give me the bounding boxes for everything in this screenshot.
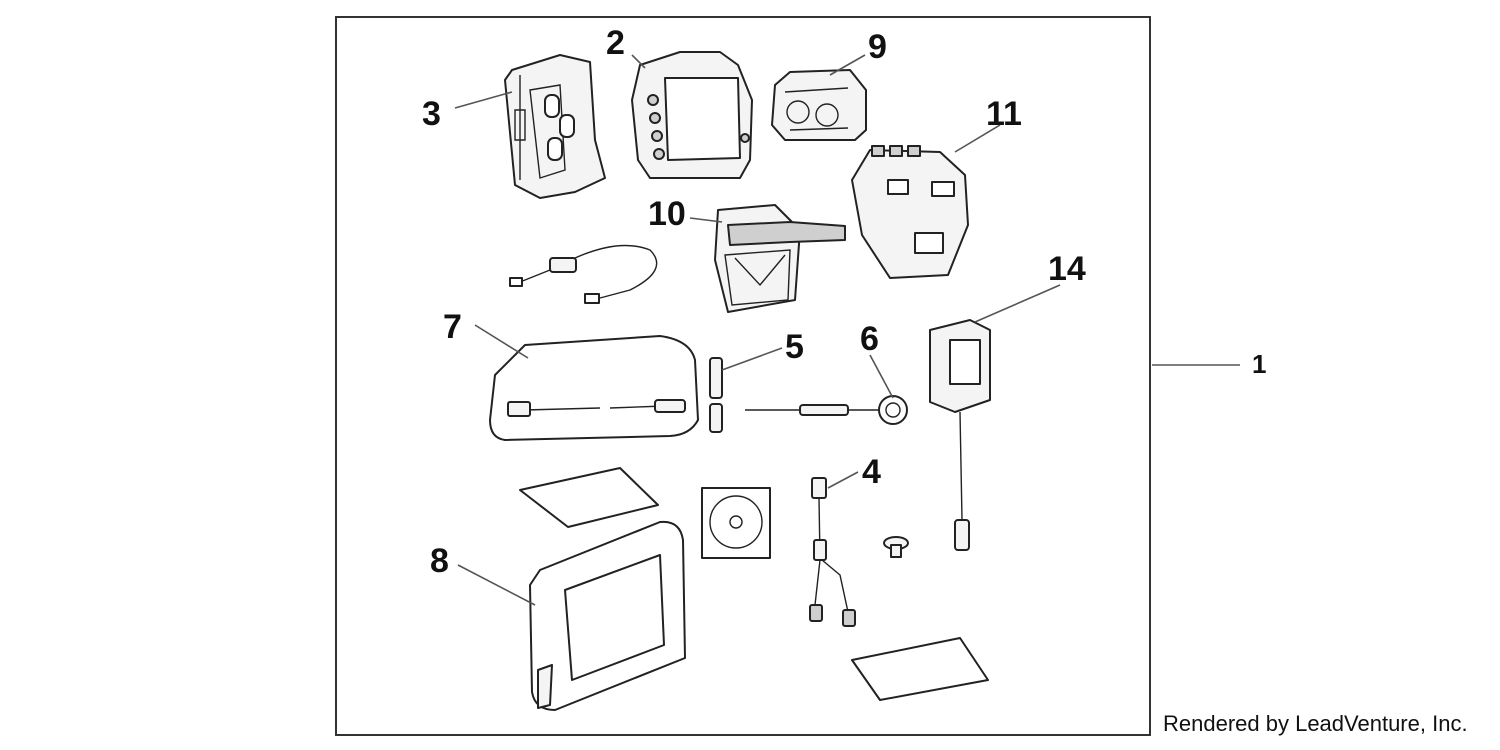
part-11-base-plate[interactable]: [851, 145, 969, 279]
part-9-mount-adapter[interactable]: [771, 69, 867, 141]
callout-1: 1: [1252, 349, 1266, 379]
manual-sheet-bottom: [851, 637, 989, 701]
part-4-wiring-harness[interactable]: [809, 477, 856, 627]
part-6-antenna-cable[interactable]: [745, 395, 908, 425]
leader-11: [954, 124, 1001, 153]
part-5-connector[interactable]: [709, 357, 723, 433]
callout-2: 2: [606, 24, 625, 62]
callout-9: 9: [868, 28, 887, 66]
leader-7: [474, 324, 529, 359]
callout-14: 14: [1048, 250, 1086, 288]
callout-6: 6: [860, 320, 879, 358]
part-3-cradle-mount[interactable]: [504, 54, 606, 199]
leader-3: [454, 91, 513, 109]
leader-9: [829, 54, 866, 76]
render-credit: Rendered by LeadVenture, Inc.: [1163, 711, 1468, 736]
callout-10: 10: [648, 195, 686, 233]
leader-10: [689, 217, 723, 223]
leader-14: [974, 284, 1061, 323]
diagram-frame: [335, 16, 1151, 736]
callout-4: 4: [862, 453, 881, 491]
leader-8: [457, 564, 536, 606]
part-7-carry-case[interactable]: [489, 335, 699, 441]
leader-2: [631, 54, 646, 69]
leader-5: [721, 347, 783, 371]
usb-cable[interactable]: [509, 244, 658, 304]
part-8-pouch[interactable]: [529, 520, 686, 711]
part-10-holder[interactable]: [714, 204, 846, 313]
manual-sheet-top: [519, 467, 659, 528]
mounting-screw[interactable]: [883, 536, 909, 558]
software-cd[interactable]: [701, 487, 771, 559]
callout-3: 3: [422, 95, 441, 133]
part-14-charger[interactable]: [929, 319, 991, 551]
callout-5: 5: [785, 328, 804, 366]
callout-8: 8: [430, 542, 449, 580]
leader-4: [827, 471, 859, 489]
callout-7: 7: [443, 308, 462, 346]
part-2-gps-unit[interactable]: [631, 51, 753, 179]
callout-11: 11: [986, 95, 1022, 133]
leader-6: [869, 354, 894, 399]
